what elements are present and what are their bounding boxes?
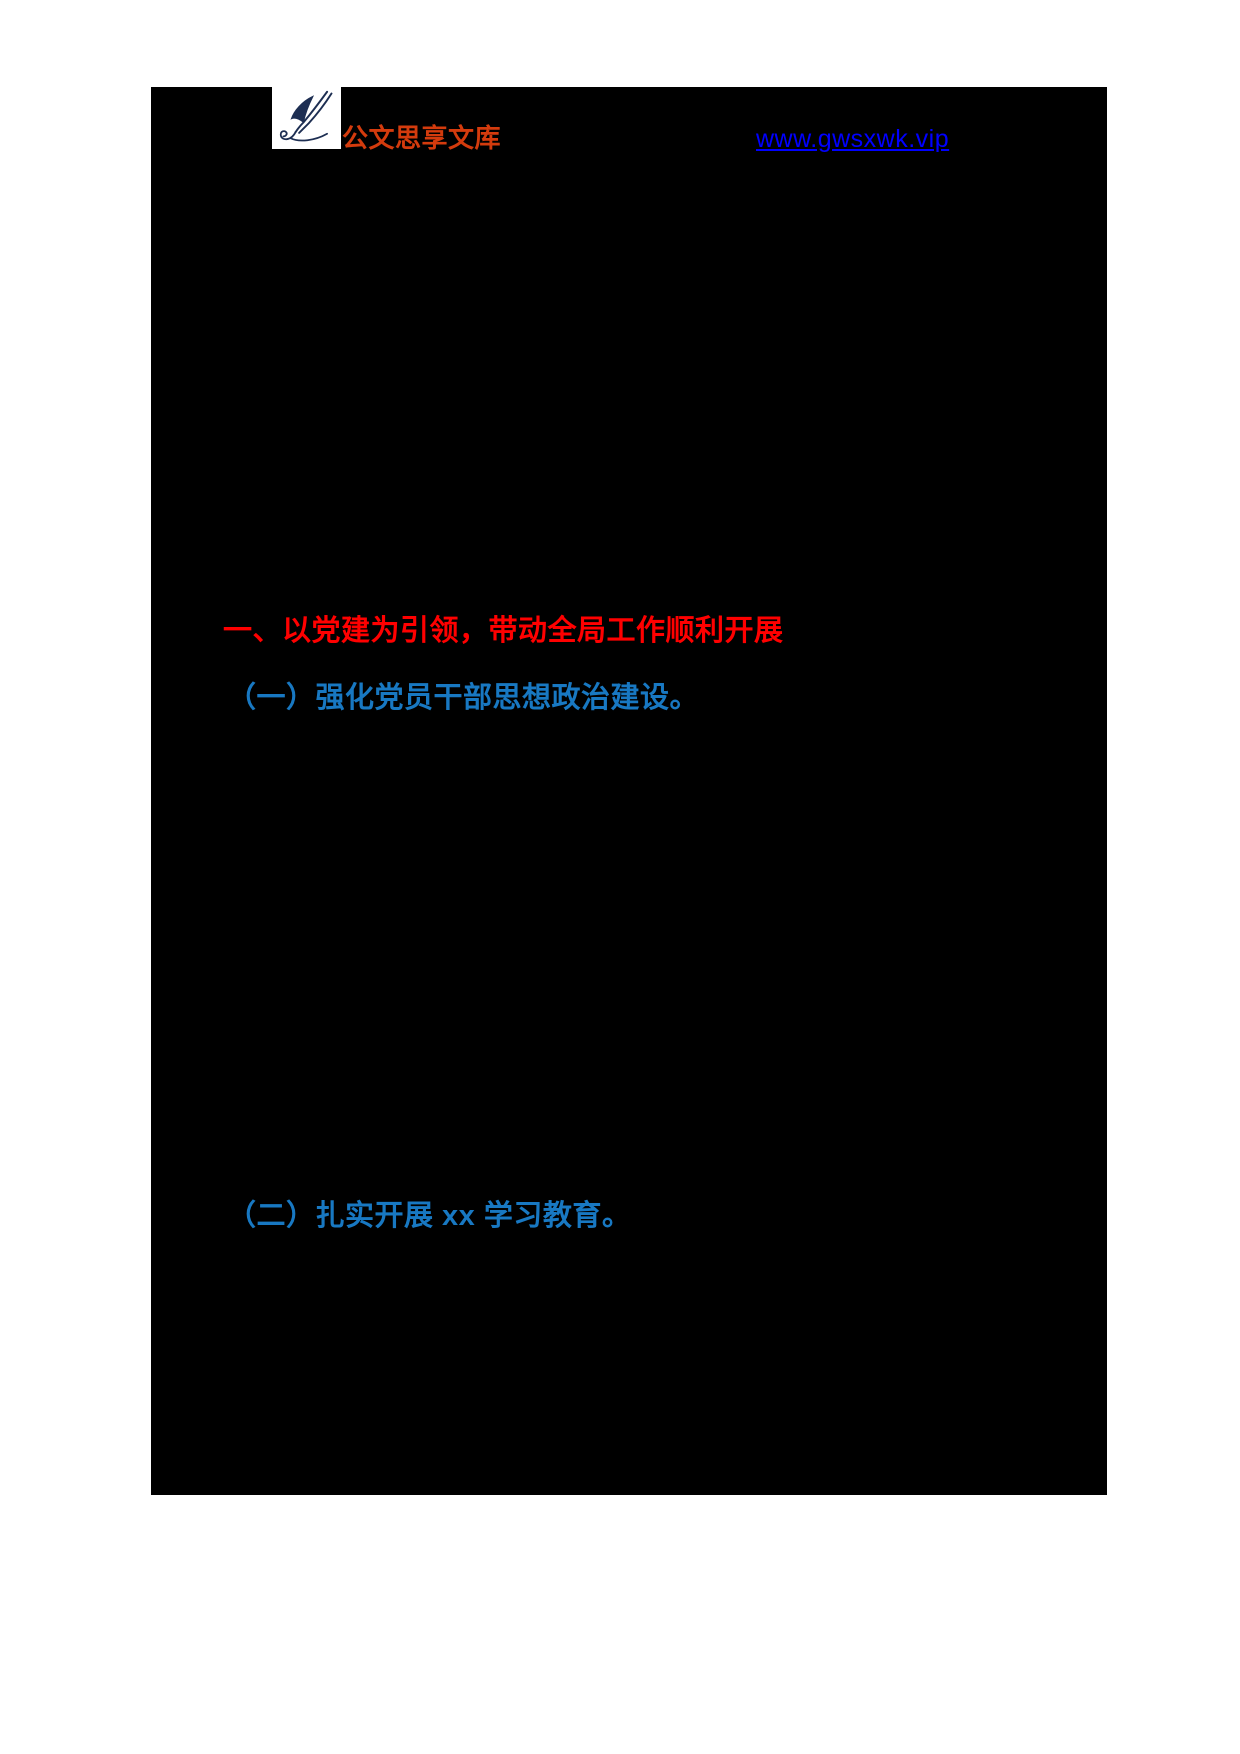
- subsection-heading-1: （一）强化党员干部思想政治建设。: [227, 682, 700, 714]
- subsection-heading-2: （二）扎实开展 xx 学习教育。: [227, 1200, 632, 1232]
- quill-pen-icon: [276, 90, 338, 146]
- document-canvas: 公文思享文库 www.gwsxwk.vip 一、以党建为引领，带动全局工作顺利开…: [151, 87, 1107, 1495]
- logo-box: [272, 87, 341, 149]
- section-heading-1: 一、以党建为引领，带动全局工作顺利开展: [223, 615, 784, 647]
- brand-title: 公文思享文库: [342, 123, 502, 153]
- site-link[interactable]: www.gwsxwk.vip: [756, 125, 950, 153]
